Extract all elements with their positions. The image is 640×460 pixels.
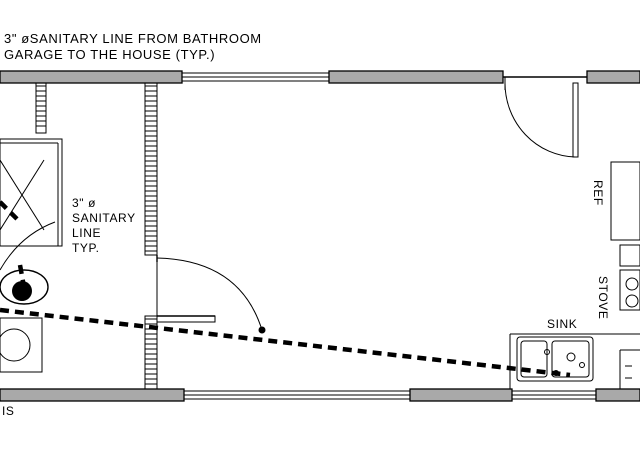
- cleanout-dot: [258, 326, 266, 334]
- sanitary-line-main: [0, 307, 571, 378]
- wall-stub: [35, 82, 47, 134]
- lavatory: [0, 317, 43, 373]
- shower: [0, 138, 63, 247]
- sanitary-line-toilet: [17, 264, 29, 299]
- top-wall: [0, 70, 640, 84]
- refrigerator: REF: [591, 161, 640, 241]
- label-stove: STOVE: [596, 276, 610, 319]
- stove: STOVE: [596, 244, 640, 319]
- bottom-wall: [0, 388, 640, 402]
- partition-wall: [144, 82, 216, 390]
- note-pipe-size: 3" ø: [72, 196, 96, 210]
- label-bottom-left: IS: [2, 404, 15, 418]
- note-sanitary: SANITARY: [72, 211, 136, 225]
- label-sink: SINK: [547, 317, 577, 331]
- sanitary-line-shower: [0, 200, 22, 224]
- note-sanitary-line-line1: 3" øSANITARY LINE FROM BATHROOM: [4, 31, 262, 46]
- note-typ: TYP.: [72, 241, 100, 255]
- note-line: LINE: [72, 226, 101, 240]
- kitchen-sink: SINK: [509, 317, 640, 389]
- note-sanitary-line-line2: GARAGE TO THE HOUSE (TYP.): [4, 47, 215, 62]
- label-ref: REF: [591, 180, 605, 206]
- entry-door: [503, 76, 587, 158]
- sanitary-line: [0, 200, 571, 378]
- bathroom-door: [156, 257, 263, 331]
